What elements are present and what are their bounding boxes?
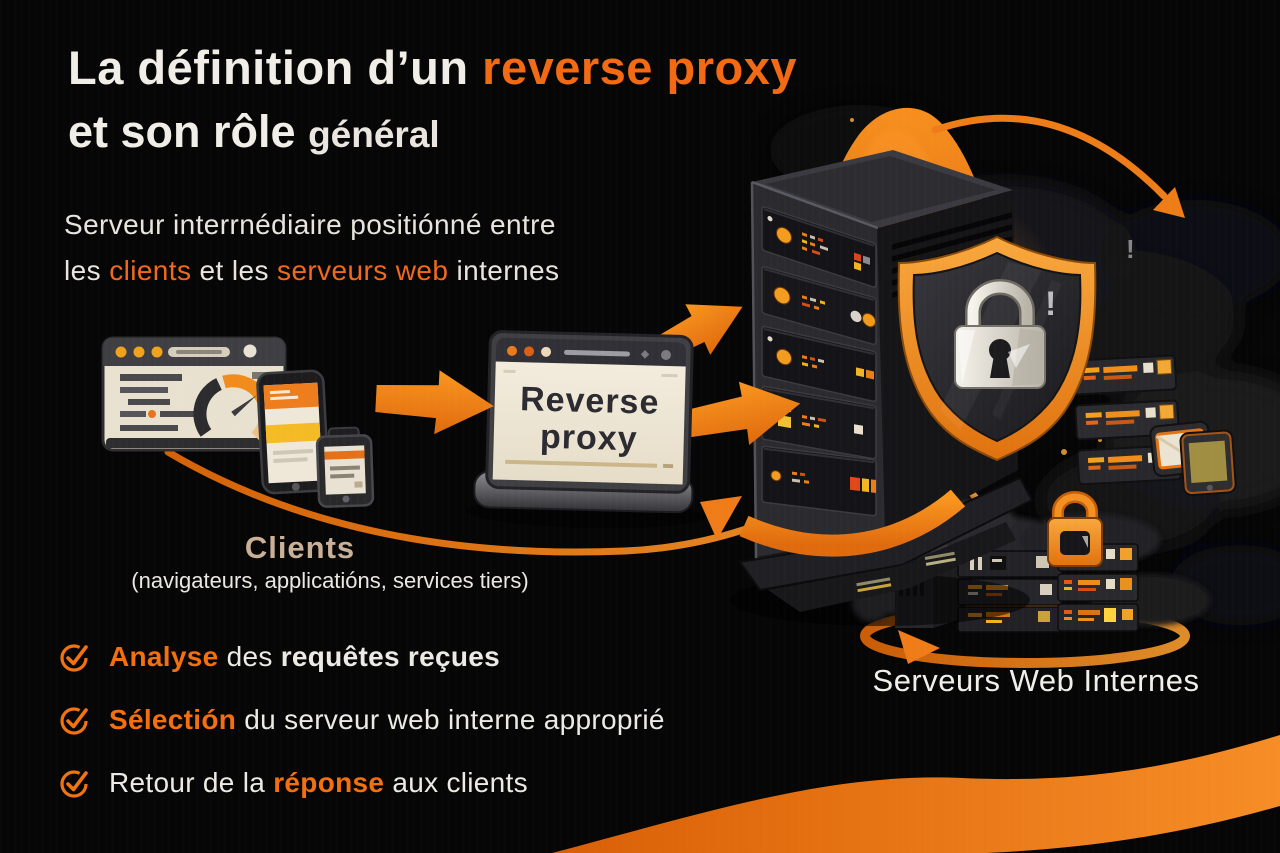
check-text-accent: réponse <box>273 767 385 798</box>
subtitle-line1: Serveur interrnédiaire positiónné entre <box>64 209 556 240</box>
check-text: Retour de la <box>109 767 274 798</box>
laptop-proxy: Reverse proxy <box>465 330 706 529</box>
checklist-item: Analyse des requêtes reçues <box>58 640 665 674</box>
checklist-item: Retour de la réponse aux clients <box>58 766 665 800</box>
check-text-accent: Analyse <box>109 641 219 672</box>
rack-slot <box>761 265 877 346</box>
title-line1: La définition d’un reverse proxy <box>68 44 797 91</box>
ring-arrow-icon <box>898 630 940 664</box>
smartphone-icon <box>256 369 330 495</box>
subtitle-seg: et les <box>191 255 278 286</box>
alert-mark: ! <box>1045 285 1056 323</box>
clients-sublabel: (navigateurs, applicatións, services tie… <box>131 568 529 593</box>
browser-window <box>101 336 287 452</box>
proxy-screen <box>492 361 686 485</box>
rack-slot <box>761 325 877 403</box>
alert-mark: ! <box>1126 234 1135 264</box>
clients-label: Clients <box>244 530 356 565</box>
subtitle-seg-clients: clients <box>109 255 192 286</box>
tablet-icon <box>1179 429 1237 496</box>
silver-padlock-icon <box>954 279 1046 389</box>
title-line2-small: général <box>308 114 440 155</box>
proxy-label-line1: Reverse <box>520 380 660 422</box>
check-text: du serveur web interne approprié <box>236 704 665 735</box>
arrow-server-to-proxy-icon <box>700 489 966 557</box>
check-text-bold: requêtes reçues <box>280 641 500 672</box>
security-shield-icon: ! ! <box>897 234 1135 462</box>
title-line2: et son rôle général <box>68 109 797 154</box>
check-text: aux clients <box>384 767 528 798</box>
bottom-swoosh <box>552 735 1280 853</box>
checklist-item: Sélectión du serveur web interne appropr… <box>58 703 665 737</box>
check-text-accent: Sélectión <box>109 704 237 735</box>
check-text: des <box>218 641 281 672</box>
arrow-proxy-to-server-icon <box>681 381 801 445</box>
check-circle-icon <box>60 770 88 798</box>
curved-arrow-top-icon <box>931 114 1185 218</box>
check-circle-icon <box>60 707 88 735</box>
servers-label: Serveurs Web Internes <box>872 663 1200 698</box>
pos-device-icon <box>315 426 375 508</box>
rack-slot <box>761 445 877 517</box>
subtitle-line2: les clients et les serveurs web internes <box>64 248 559 294</box>
subtitle-seg: internes <box>448 255 560 286</box>
subtitle-seg: les <box>64 255 110 286</box>
arrow-client-to-proxy-icon <box>375 370 494 435</box>
rack-base-vents <box>856 551 956 593</box>
checklist: Analyse des requêtes reçues Sélectión du… <box>58 640 665 829</box>
rack-slot <box>761 206 877 288</box>
title-line1-white: La définition d’un <box>68 41 483 94</box>
title-line2-white: et son rôle <box>68 106 309 157</box>
proxy-label-line2: proxy <box>540 418 639 459</box>
orange-padlock-icon <box>1047 491 1103 567</box>
subtitle: Serveur interrnédiaire positiónné entre … <box>64 202 559 294</box>
check-circle-icon <box>60 644 88 672</box>
page-title: La définition d’un reverse proxy et son … <box>68 44 797 154</box>
subtitle-seg-servers: serveurs web <box>277 255 449 286</box>
title-line1-accent: reverse proxy <box>482 41 797 94</box>
